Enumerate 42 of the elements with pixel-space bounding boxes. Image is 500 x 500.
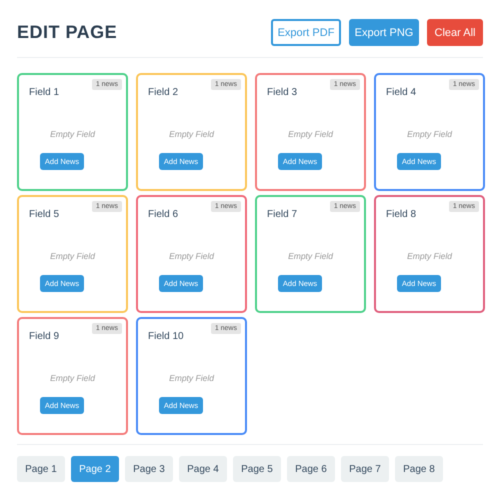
empty-field-text: Empty Field	[406, 251, 454, 261]
empty-field-text: Empty Field	[287, 251, 334, 261]
empty-field-text: Empty Field	[49, 251, 96, 261]
field-card	[17, 73, 128, 191]
field-card	[374, 73, 485, 191]
page-tab: Page 1	[17, 456, 65, 482]
field-title: Field 10	[148, 331, 184, 342]
field-card	[17, 317, 128, 435]
empty-field-text: Empty Field	[168, 373, 216, 383]
field-title: Field 5	[29, 209, 60, 220]
empty-field-text: Empty Field	[406, 129, 454, 139]
empty-field-text: Empty Field	[49, 129, 96, 139]
page-tab: Page 2	[71, 456, 119, 482]
page-title: EDIT PAGE	[17, 22, 118, 43]
field-title: Field 2	[148, 87, 178, 98]
field-title: Field 7	[267, 209, 298, 220]
empty-field-text: Empty Field	[49, 373, 96, 383]
field-title: Field 6	[148, 209, 178, 220]
field-card	[136, 317, 247, 435]
field-title: Field 4	[386, 87, 416, 98]
field-card	[17, 195, 128, 313]
field-card	[255, 73, 366, 191]
field-card	[374, 195, 485, 313]
page-tab: Page 5	[233, 456, 281, 482]
export-png-button: Export PNG	[349, 19, 419, 46]
export-pdf-button: Export PDF	[271, 19, 341, 46]
empty-field-text: Empty Field	[168, 129, 216, 139]
field-title: Field 3	[267, 87, 298, 98]
page-tab: Page 4	[179, 456, 227, 482]
clear-all-button: Clear All	[427, 19, 483, 46]
empty-field-text: Empty Field	[287, 129, 334, 139]
empty-field-text: Empty Field	[168, 251, 216, 261]
field-title: Field 1	[29, 87, 60, 98]
page-tab: Page 7	[341, 456, 389, 482]
field-card	[136, 73, 247, 191]
field-title: Field 8	[386, 209, 416, 220]
field-card	[136, 195, 247, 313]
page-tab: Page 8	[395, 456, 443, 482]
page-tab: Page 6	[287, 456, 335, 482]
field-title: Field 9	[29, 331, 60, 342]
page-tab: Page 3	[125, 456, 173, 482]
field-card	[255, 195, 366, 313]
